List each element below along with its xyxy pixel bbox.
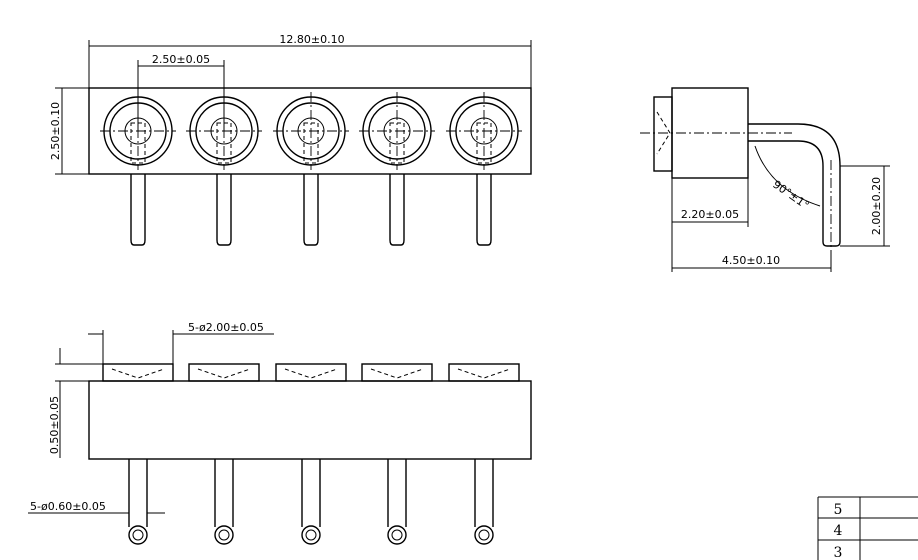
side-view-head [653,96,673,172]
contact-4 [359,92,435,246]
pin-4 [387,459,407,545]
head-2 [188,363,260,382]
bent-pin [748,123,841,247]
contact-2 [186,92,262,246]
side-view: 90°±1° 2.20±0.05 4.50±0.10 2.00±0.20 [640,87,890,272]
pin-1 [128,459,148,545]
head-1 [102,363,174,382]
bend-angle-arc [754,145,821,207]
contact-3 [273,92,349,246]
side-length-dimension: 4.50±0.10 [722,254,780,267]
pin-drop-dimension: 2.00±0.20 [870,177,883,235]
front-view: 5-ø2.00±0.05 0.50±0.05 5-ø0.60±0.05 [28,321,532,545]
pin-2 [214,459,234,545]
head-3 [275,363,347,382]
pin-diameter-dimension: 5-ø0.60±0.05 [30,500,106,513]
side-offset-dimension: 2.20±0.05 [681,208,739,221]
body-height-dimension: 2.50±0.10 [49,102,62,160]
table-row-label: 3 [834,545,843,560]
head-4 [361,363,433,382]
head-5 [448,363,520,382]
top-view: 2.50±0.10 12.80±0.10 2.50±0.05 [49,33,532,246]
table-row-label: 4 [834,523,843,539]
head-height-dimension: 0.50±0.05 [48,396,61,454]
table-row-label: 5 [834,502,843,518]
pin-5 [474,459,494,545]
revision-table: 5 4 3 [817,496,918,560]
front-view-body [88,380,532,460]
overall-length-dimension: 12.80±0.10 [279,33,344,46]
head-diameter-dimension: 5-ø2.00±0.05 [188,321,264,334]
bend-angle-dimension: 90°±1° [770,178,811,212]
contact-5 [446,92,522,246]
pitch-dimension: 2.50±0.05 [152,53,210,66]
contact-1 [100,92,176,246]
top-view-body [88,87,532,175]
pin-3 [301,459,321,545]
